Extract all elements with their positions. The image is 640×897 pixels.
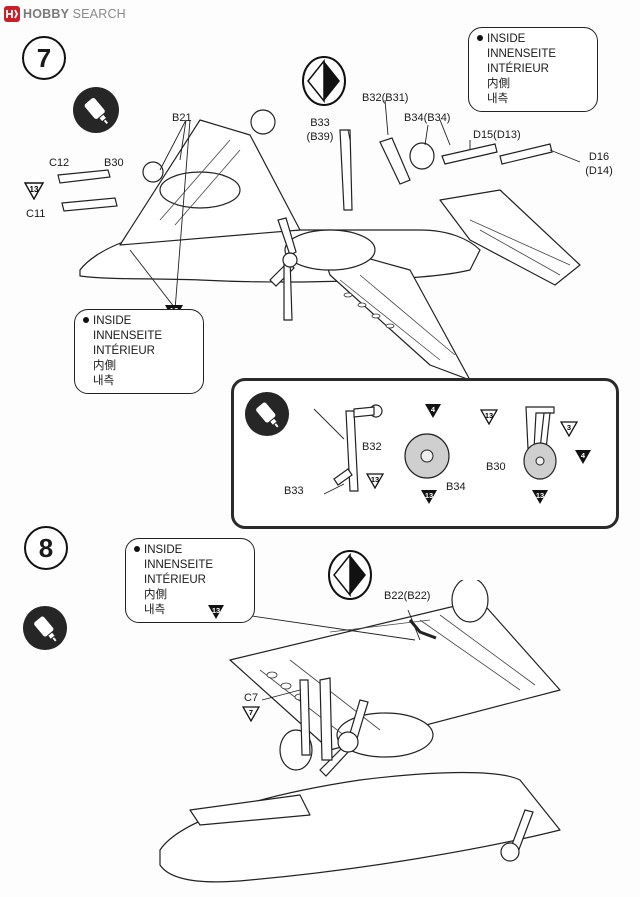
hobbysearch-watermark: HOBBY SEARCH bbox=[4, 5, 126, 23]
cement-glue-icon bbox=[73, 87, 119, 133]
aircraft-assembly-step8-drawing bbox=[159, 580, 561, 883]
step-7-number: 7 bbox=[22, 36, 66, 80]
paint-triangle-b34-bottom: 13 bbox=[421, 490, 437, 504]
inside-callout-bottom: INSIDE INNENSEITE INTÉRIEUR 内側 내측 bbox=[74, 309, 204, 394]
gear-assembly-b30-drawing bbox=[523, 406, 557, 480]
bullet-icon bbox=[83, 317, 89, 323]
label-b34-b34: B34(B34) bbox=[404, 112, 451, 124]
paint-triangle-b30-bottom: 13 bbox=[532, 490, 548, 504]
watermark-text: HOBBY SEARCH bbox=[23, 7, 126, 21]
strut-b32-b33-drawing bbox=[313, 404, 383, 495]
svg-text:4: 4 bbox=[431, 405, 436, 414]
landing-gear-detail-inset: B32 B33 13 4 13 B34 bbox=[231, 378, 619, 529]
svg-text:7: 7 bbox=[249, 708, 253, 717]
paint-triangle-b30-right1: 3 bbox=[560, 421, 578, 437]
bullet-icon bbox=[134, 546, 140, 552]
inside-callout-step8: INSIDE INNENSEITE INTÉRIEUR 内側 내측 bbox=[125, 538, 255, 623]
svg-text:13: 13 bbox=[30, 185, 39, 194]
label-d14: (D14) bbox=[585, 165, 613, 177]
label-b22-b22: B22(B22) bbox=[384, 590, 431, 602]
paint-triangle-c7: 7 bbox=[242, 706, 260, 722]
label-c12: C12 bbox=[49, 157, 70, 169]
label-d15-d13: D15(D13) bbox=[473, 129, 521, 141]
svg-text:3: 3 bbox=[567, 423, 571, 432]
paint-triangle-b34-top: 4 bbox=[425, 404, 441, 418]
svg-text:13: 13 bbox=[485, 411, 493, 420]
aircraft-assembly-step7-drawing bbox=[57, 99, 581, 380]
paint-triangle-b30-left: 13 bbox=[480, 409, 498, 425]
inset-label-b32: B32 bbox=[362, 441, 382, 453]
paint-triangle-c12: 13 bbox=[24, 182, 44, 200]
svg-text:13: 13 bbox=[212, 606, 220, 615]
front-direction-icon bbox=[302, 56, 346, 106]
paint-triangle-b30-right2: 4 bbox=[575, 450, 591, 464]
inset-label-b30: B30 bbox=[486, 461, 506, 473]
label-d16: D16 bbox=[588, 151, 610, 163]
front-direction-icon bbox=[328, 550, 372, 600]
label-c11: C11 bbox=[26, 208, 46, 220]
cement-glue-icon bbox=[22, 605, 68, 651]
bullet-icon bbox=[477, 35, 483, 41]
svg-text:13: 13 bbox=[536, 491, 544, 500]
paint-triangle-inset-b33: 13 bbox=[366, 473, 384, 489]
inset-label-b34: B34 bbox=[446, 481, 466, 493]
label-c7: C7 bbox=[244, 692, 259, 704]
paint-triangle-step8-callout: 13 bbox=[208, 605, 224, 619]
svg-text:4: 4 bbox=[581, 451, 586, 460]
wheel-b34-drawing bbox=[404, 433, 450, 479]
label-b32-b31: B32(B31) bbox=[362, 92, 409, 104]
label-b39: (B39) bbox=[306, 131, 334, 143]
inset-label-b33: B33 bbox=[284, 485, 304, 497]
svg-text:13: 13 bbox=[425, 491, 433, 500]
inside-callout-top: INSIDE INNENSEITE INTÉRIEUR 内側 내측 bbox=[468, 27, 598, 112]
cement-glue-icon bbox=[244, 391, 290, 437]
label-b30: B30 bbox=[104, 157, 124, 169]
label-b21: B21 bbox=[172, 112, 192, 124]
step-8-number: 8 bbox=[24, 526, 68, 570]
svg-text:13: 13 bbox=[371, 475, 379, 484]
label-b33: B33 bbox=[310, 117, 330, 129]
hobbysearch-logo-icon bbox=[4, 6, 20, 22]
